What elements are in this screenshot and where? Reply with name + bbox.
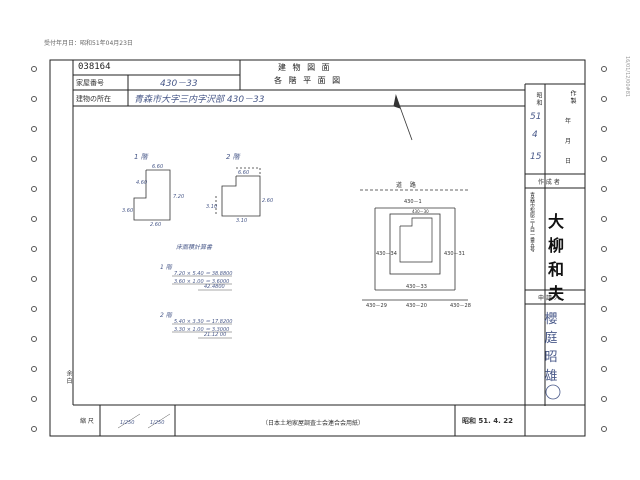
- scale-2: 1/250: [150, 420, 165, 426]
- left-punch-holes: [30, 56, 39, 436]
- calc-f1-line1: 7.20 × 5.40 ＝ 38.8800: [174, 271, 233, 277]
- title-line2: 各 階 平 面 図: [274, 76, 343, 85]
- author-name-char: 和: [547, 260, 564, 279]
- made-year: 51: [530, 112, 542, 122]
- site-plan: [360, 189, 470, 301]
- applicant-name-char: 雄: [544, 369, 558, 384]
- calc-f1-total: 42.4800: [204, 284, 225, 290]
- footer-code: 昭和 51. 4. 22: [462, 417, 513, 425]
- f2-left-dim: 3.10: [206, 204, 218, 210]
- author-address: 青森市松原三丁目一番五号: [529, 192, 535, 252]
- f1-left-upper-dim: 4.60: [136, 180, 148, 186]
- author-name-char: 柳: [547, 236, 564, 255]
- month-label: 月: [565, 138, 572, 145]
- location-value: 青森市大字三内字沢部 430－33: [134, 95, 265, 105]
- lot-center: 430－33: [406, 284, 427, 290]
- north-arrow: [393, 94, 413, 141]
- applicant-name-char: 昭: [544, 350, 558, 365]
- calc-title: 床面積計算書: [176, 244, 213, 251]
- receipt-date: 受付年月日：昭和51年04月23日: [44, 40, 133, 47]
- calc-f2-line1: 5.40 × 3.30 ＝ 17.8200: [174, 319, 233, 325]
- location-label: 建物の所在: [76, 95, 111, 103]
- author-name: 大 柳 和 夫: [545, 208, 567, 304]
- applicant-label: 申 請 人: [538, 295, 560, 302]
- applicant-name-char: 庭: [544, 331, 558, 346]
- road-label: 道 路: [396, 182, 419, 189]
- date-prefix: 昭 和: [535, 92, 542, 106]
- calc-f2-total: 21.12 00: [204, 332, 227, 338]
- author-name-char: 大: [547, 212, 564, 231]
- day-label: 日: [565, 158, 572, 165]
- calc-f1-line2: 3.60 × 1.00 ＝ 3.6000: [174, 279, 230, 285]
- author-name-char: 夫: [547, 284, 564, 303]
- applicant-seal: [545, 384, 561, 400]
- f1-bottom-dim: 2.60: [150, 222, 162, 228]
- right-punch-holes: [600, 56, 609, 436]
- made-month: 4: [532, 130, 538, 140]
- floor2-label: 2 階: [226, 153, 240, 161]
- title-line1: 建 物 図 面: [278, 63, 332, 72]
- f2-right-dim: 2.60: [262, 198, 274, 204]
- floor2-plan: [215, 167, 261, 217]
- f1-right-dim: 7.20: [173, 194, 185, 200]
- author-label: 作 成 者: [538, 179, 560, 186]
- f1-top-dim: 6.60: [152, 164, 164, 170]
- scale-label: 縮 尺: [80, 418, 94, 425]
- calc-floor2-label: 2 階: [160, 312, 172, 319]
- lot-left: 430－34: [376, 251, 397, 257]
- lot-bottom-left: 430－29: [366, 303, 387, 309]
- made-label: 作 製: [569, 90, 576, 104]
- scale-1: 1/250: [120, 420, 135, 426]
- applicant-name: 櫻 庭 昭 雄: [540, 308, 562, 384]
- lot-upper: 430－30: [412, 209, 429, 214]
- floor1-label: 1 階: [134, 153, 148, 161]
- edge-code: 16/01/12/00#81: [624, 56, 630, 98]
- footer-org: （日本土地家屋調査士会連合会用紙）: [262, 420, 365, 427]
- made-day: 15: [530, 152, 542, 162]
- lot-top: 430－1: [404, 199, 422, 205]
- f2-bottom-dim: 3.10: [236, 218, 248, 224]
- f1-left-lower-dim: 3.60: [122, 208, 134, 214]
- house-number-value: 430－33: [160, 79, 198, 89]
- applicant-name-char: 櫻: [544, 312, 558, 327]
- house-number-label: 家屋番号: [76, 79, 104, 87]
- doc-number: 038164: [78, 62, 111, 72]
- floor1-plan: [133, 169, 171, 221]
- left-margin-label: 余 白: [65, 370, 72, 384]
- calc-floor1-label: 1 階: [160, 264, 172, 271]
- lot-bottom-mid: 430－20: [406, 303, 427, 309]
- f2-top-dim: 6.60: [238, 170, 250, 176]
- lot-bottom-right: 430－28: [450, 303, 471, 309]
- lot-right: 430－31: [444, 251, 465, 257]
- year-label: 年: [565, 118, 572, 125]
- calc-f2-line2: 3.30 × 1.00 ＝ 3.3000: [174, 327, 230, 333]
